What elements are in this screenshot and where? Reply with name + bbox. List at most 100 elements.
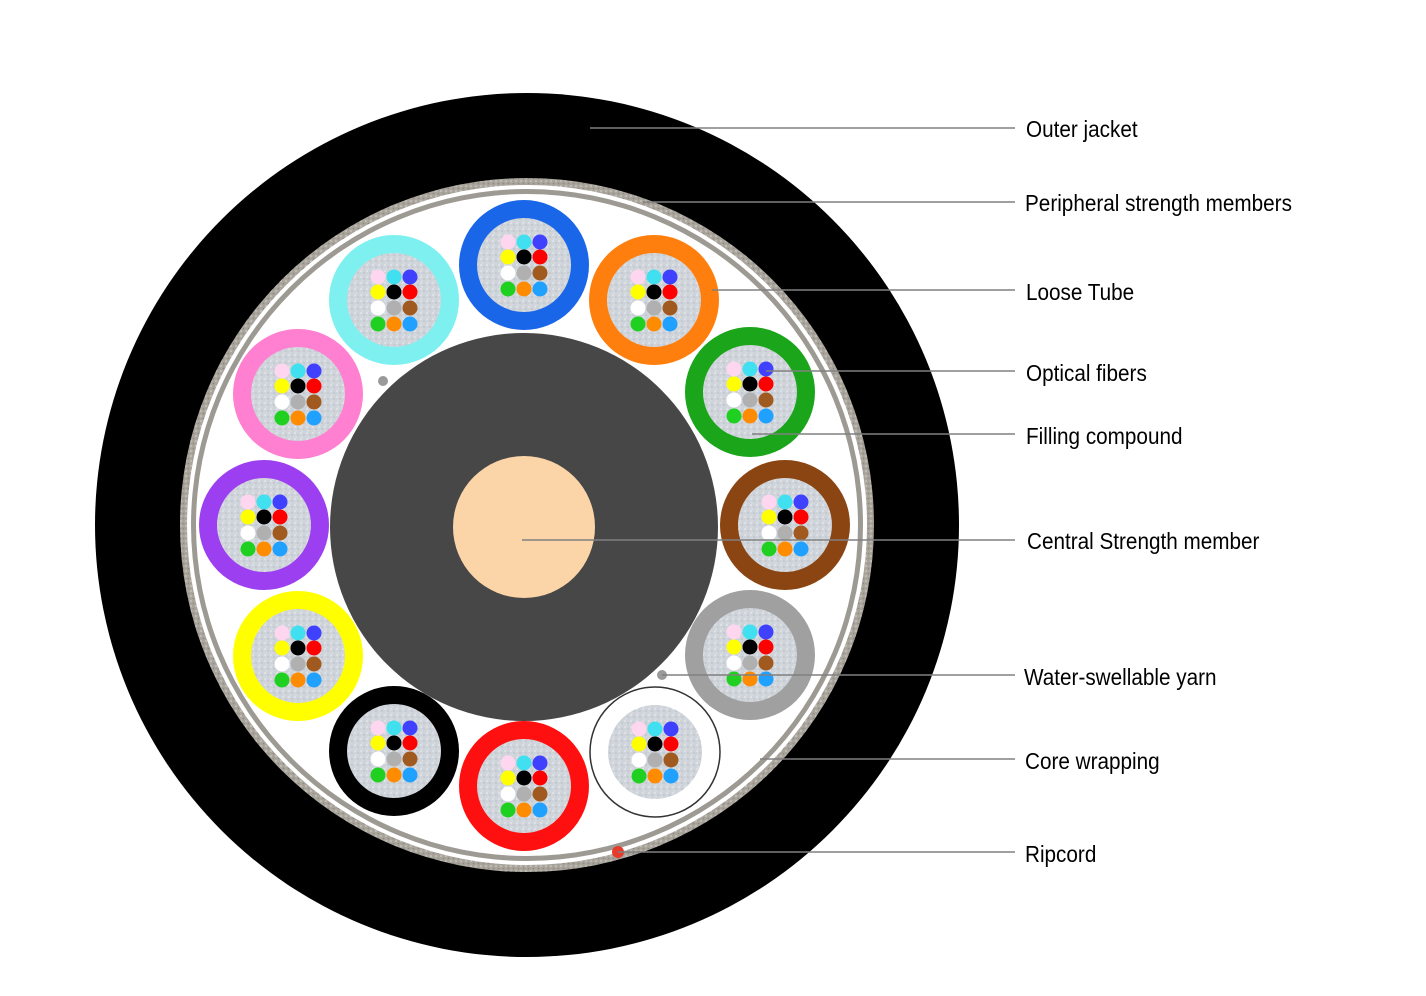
optical-fiber — [663, 721, 679, 737]
optical-fiber — [726, 392, 742, 408]
filling-compound — [703, 345, 797, 439]
loose-tube — [589, 686, 721, 818]
optical-fiber — [742, 408, 758, 424]
loose-tube — [199, 460, 329, 590]
optical-fiber — [532, 770, 548, 786]
filling-compound — [477, 739, 571, 833]
optical-fiber — [726, 639, 742, 655]
optical-fiber — [386, 316, 402, 332]
optical-fiber — [274, 640, 290, 656]
optical-fiber — [272, 541, 288, 557]
optical-fiber — [274, 410, 290, 426]
optical-fiber — [758, 671, 774, 687]
loose-tube — [329, 686, 459, 816]
label-central-strength-member: Central Strength member — [1027, 528, 1260, 554]
optical-fiber — [630, 316, 646, 332]
optical-fiber — [306, 656, 322, 672]
optical-fiber — [290, 410, 306, 426]
optical-fiber — [402, 735, 418, 751]
optical-fiber — [500, 802, 516, 818]
optical-fiber — [386, 269, 402, 285]
filling-compound — [607, 253, 701, 347]
optical-fiber — [516, 786, 532, 802]
optical-fiber — [726, 655, 742, 671]
optical-fiber — [532, 786, 548, 802]
filling-compound — [477, 218, 571, 312]
optical-fiber — [663, 752, 679, 768]
optical-fiber — [256, 541, 272, 557]
optical-fiber — [516, 281, 532, 297]
optical-fiber — [758, 639, 774, 655]
optical-fiber — [662, 300, 678, 316]
optical-fiber — [306, 640, 322, 656]
optical-fiber — [274, 625, 290, 641]
optical-fiber — [758, 361, 774, 377]
filling-compound — [608, 705, 702, 799]
optical-fiber — [532, 234, 548, 250]
optical-fiber — [370, 269, 386, 285]
loose-tube — [233, 329, 363, 459]
optical-fiber — [272, 509, 288, 525]
filling-compound — [251, 347, 345, 441]
optical-fiber — [630, 269, 646, 285]
optical-fiber — [630, 284, 646, 300]
filling-compound — [251, 609, 345, 703]
optical-fiber — [777, 525, 793, 541]
label-peripheral-strength-members: Peripheral strength members — [1025, 190, 1292, 216]
optical-fiber — [742, 376, 758, 392]
optical-fiber — [256, 509, 272, 525]
optical-fiber — [402, 284, 418, 300]
optical-fiber — [500, 249, 516, 265]
optical-fiber — [646, 284, 662, 300]
optical-fiber — [758, 655, 774, 671]
optical-fiber — [256, 494, 272, 510]
label-outer-jacket: Outer jacket — [1026, 116, 1138, 142]
optical-fiber — [777, 541, 793, 557]
optical-fiber — [370, 751, 386, 767]
optical-fiber — [272, 525, 288, 541]
optical-fiber — [662, 316, 678, 332]
optical-fiber — [631, 736, 647, 752]
optical-fiber — [386, 735, 402, 751]
optical-fiber — [631, 721, 647, 737]
filling-compound — [703, 608, 797, 702]
optical-fiber — [758, 624, 774, 640]
optical-fiber — [662, 284, 678, 300]
optical-fiber — [532, 281, 548, 297]
water-swellable-yarn — [378, 376, 388, 386]
loose-tube — [233, 591, 363, 721]
optical-fiber — [290, 363, 306, 379]
optical-fiber — [630, 300, 646, 316]
optical-fiber — [306, 363, 322, 379]
optical-fiber — [500, 265, 516, 281]
optical-fiber — [402, 300, 418, 316]
loose-tube — [329, 235, 459, 365]
loose-tube — [685, 327, 815, 457]
optical-fiber — [646, 316, 662, 332]
loose-tube — [589, 235, 719, 365]
optical-fiber — [726, 671, 742, 687]
optical-fiber — [240, 525, 256, 541]
label-ripcord: Ripcord — [1025, 841, 1097, 867]
optical-fiber — [386, 720, 402, 736]
optical-fiber — [370, 735, 386, 751]
label-core-wrapping: Core wrapping — [1025, 748, 1160, 774]
optical-fiber — [758, 376, 774, 392]
optical-fiber — [742, 624, 758, 640]
loose-tube — [720, 460, 850, 590]
label-water-swellable-yarn: Water-swellable yarn — [1024, 664, 1217, 690]
optical-fiber — [631, 768, 647, 784]
optical-fiber — [370, 284, 386, 300]
central-strength-member — [453, 456, 595, 598]
optical-fiber — [500, 755, 516, 771]
optical-fiber — [516, 755, 532, 771]
optical-fiber — [516, 249, 532, 265]
optical-fiber — [726, 408, 742, 424]
optical-fiber — [742, 671, 758, 687]
optical-fiber — [726, 624, 742, 640]
loose-tube — [459, 721, 589, 851]
optical-fiber — [646, 269, 662, 285]
optical-fiber — [793, 494, 809, 510]
optical-fiber — [663, 768, 679, 784]
optical-fiber — [274, 363, 290, 379]
